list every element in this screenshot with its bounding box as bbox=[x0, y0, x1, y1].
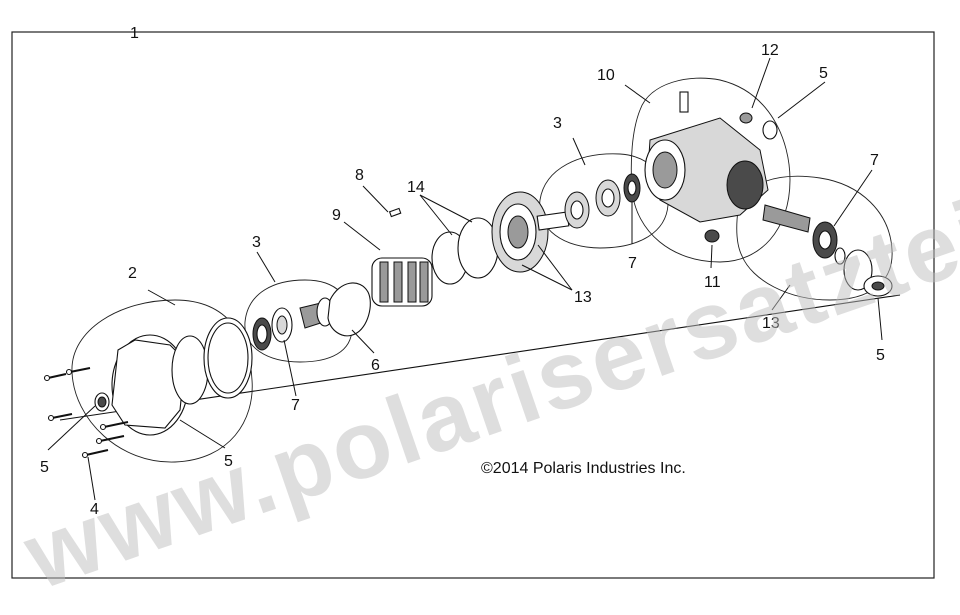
seal-part-5-far-right bbox=[863, 275, 893, 297]
callout-11: 11 bbox=[704, 274, 721, 291]
seal-part-5-left bbox=[94, 392, 110, 412]
seal-ring-large-inner bbox=[207, 322, 249, 394]
callout-5: 5 bbox=[224, 453, 233, 470]
callout-7: 7 bbox=[870, 152, 879, 169]
pinion-shaft bbox=[762, 204, 811, 233]
bearing-part-3-right bbox=[564, 173, 641, 229]
pin-part-8 bbox=[388, 207, 402, 218]
vent-fitting bbox=[679, 91, 689, 113]
callout-7: 7 bbox=[291, 397, 300, 414]
callout-13: 13 bbox=[574, 289, 592, 306]
seal-part-5-top-right bbox=[762, 120, 778, 140]
ring-gear bbox=[491, 191, 570, 273]
group-outline-2 bbox=[71, 299, 253, 463]
plug-part-12 bbox=[739, 112, 753, 124]
callout-8: 8 bbox=[355, 167, 364, 184]
roll-cage-part-9 bbox=[371, 257, 433, 307]
callout-4: 4 bbox=[90, 501, 99, 518]
callout-9: 9 bbox=[332, 207, 341, 224]
copyright-notice: ©2014 Polaris Industries Inc. bbox=[481, 460, 686, 477]
leader-lines bbox=[47, 57, 883, 501]
callout-1: 1 bbox=[130, 25, 139, 42]
bearing-part-7-right bbox=[812, 221, 846, 265]
callout-12: 12 bbox=[761, 42, 779, 59]
callout-14: 14 bbox=[407, 179, 425, 196]
callout-5: 5 bbox=[876, 347, 885, 364]
housing-part-10 bbox=[644, 91, 769, 223]
callout-6: 6 bbox=[371, 357, 380, 374]
callout-5: 5 bbox=[40, 459, 49, 476]
callout-3: 3 bbox=[252, 234, 261, 251]
plug-part-11 bbox=[704, 229, 720, 243]
callout-7: 7 bbox=[628, 255, 637, 272]
diagram-frame bbox=[11, 31, 935, 579]
ring-part-13-right bbox=[843, 249, 873, 291]
bearing-part-3-left bbox=[252, 297, 334, 351]
o-ring-left bbox=[171, 335, 209, 405]
callout-13: 13 bbox=[762, 315, 780, 332]
bolts-part-4 bbox=[43, 367, 129, 459]
callout-2: 2 bbox=[128, 265, 137, 282]
plate-part-6 bbox=[327, 282, 371, 337]
callout-5: 5 bbox=[819, 65, 828, 82]
callout-3: 3 bbox=[553, 115, 562, 132]
callout-10: 10 bbox=[597, 67, 615, 84]
